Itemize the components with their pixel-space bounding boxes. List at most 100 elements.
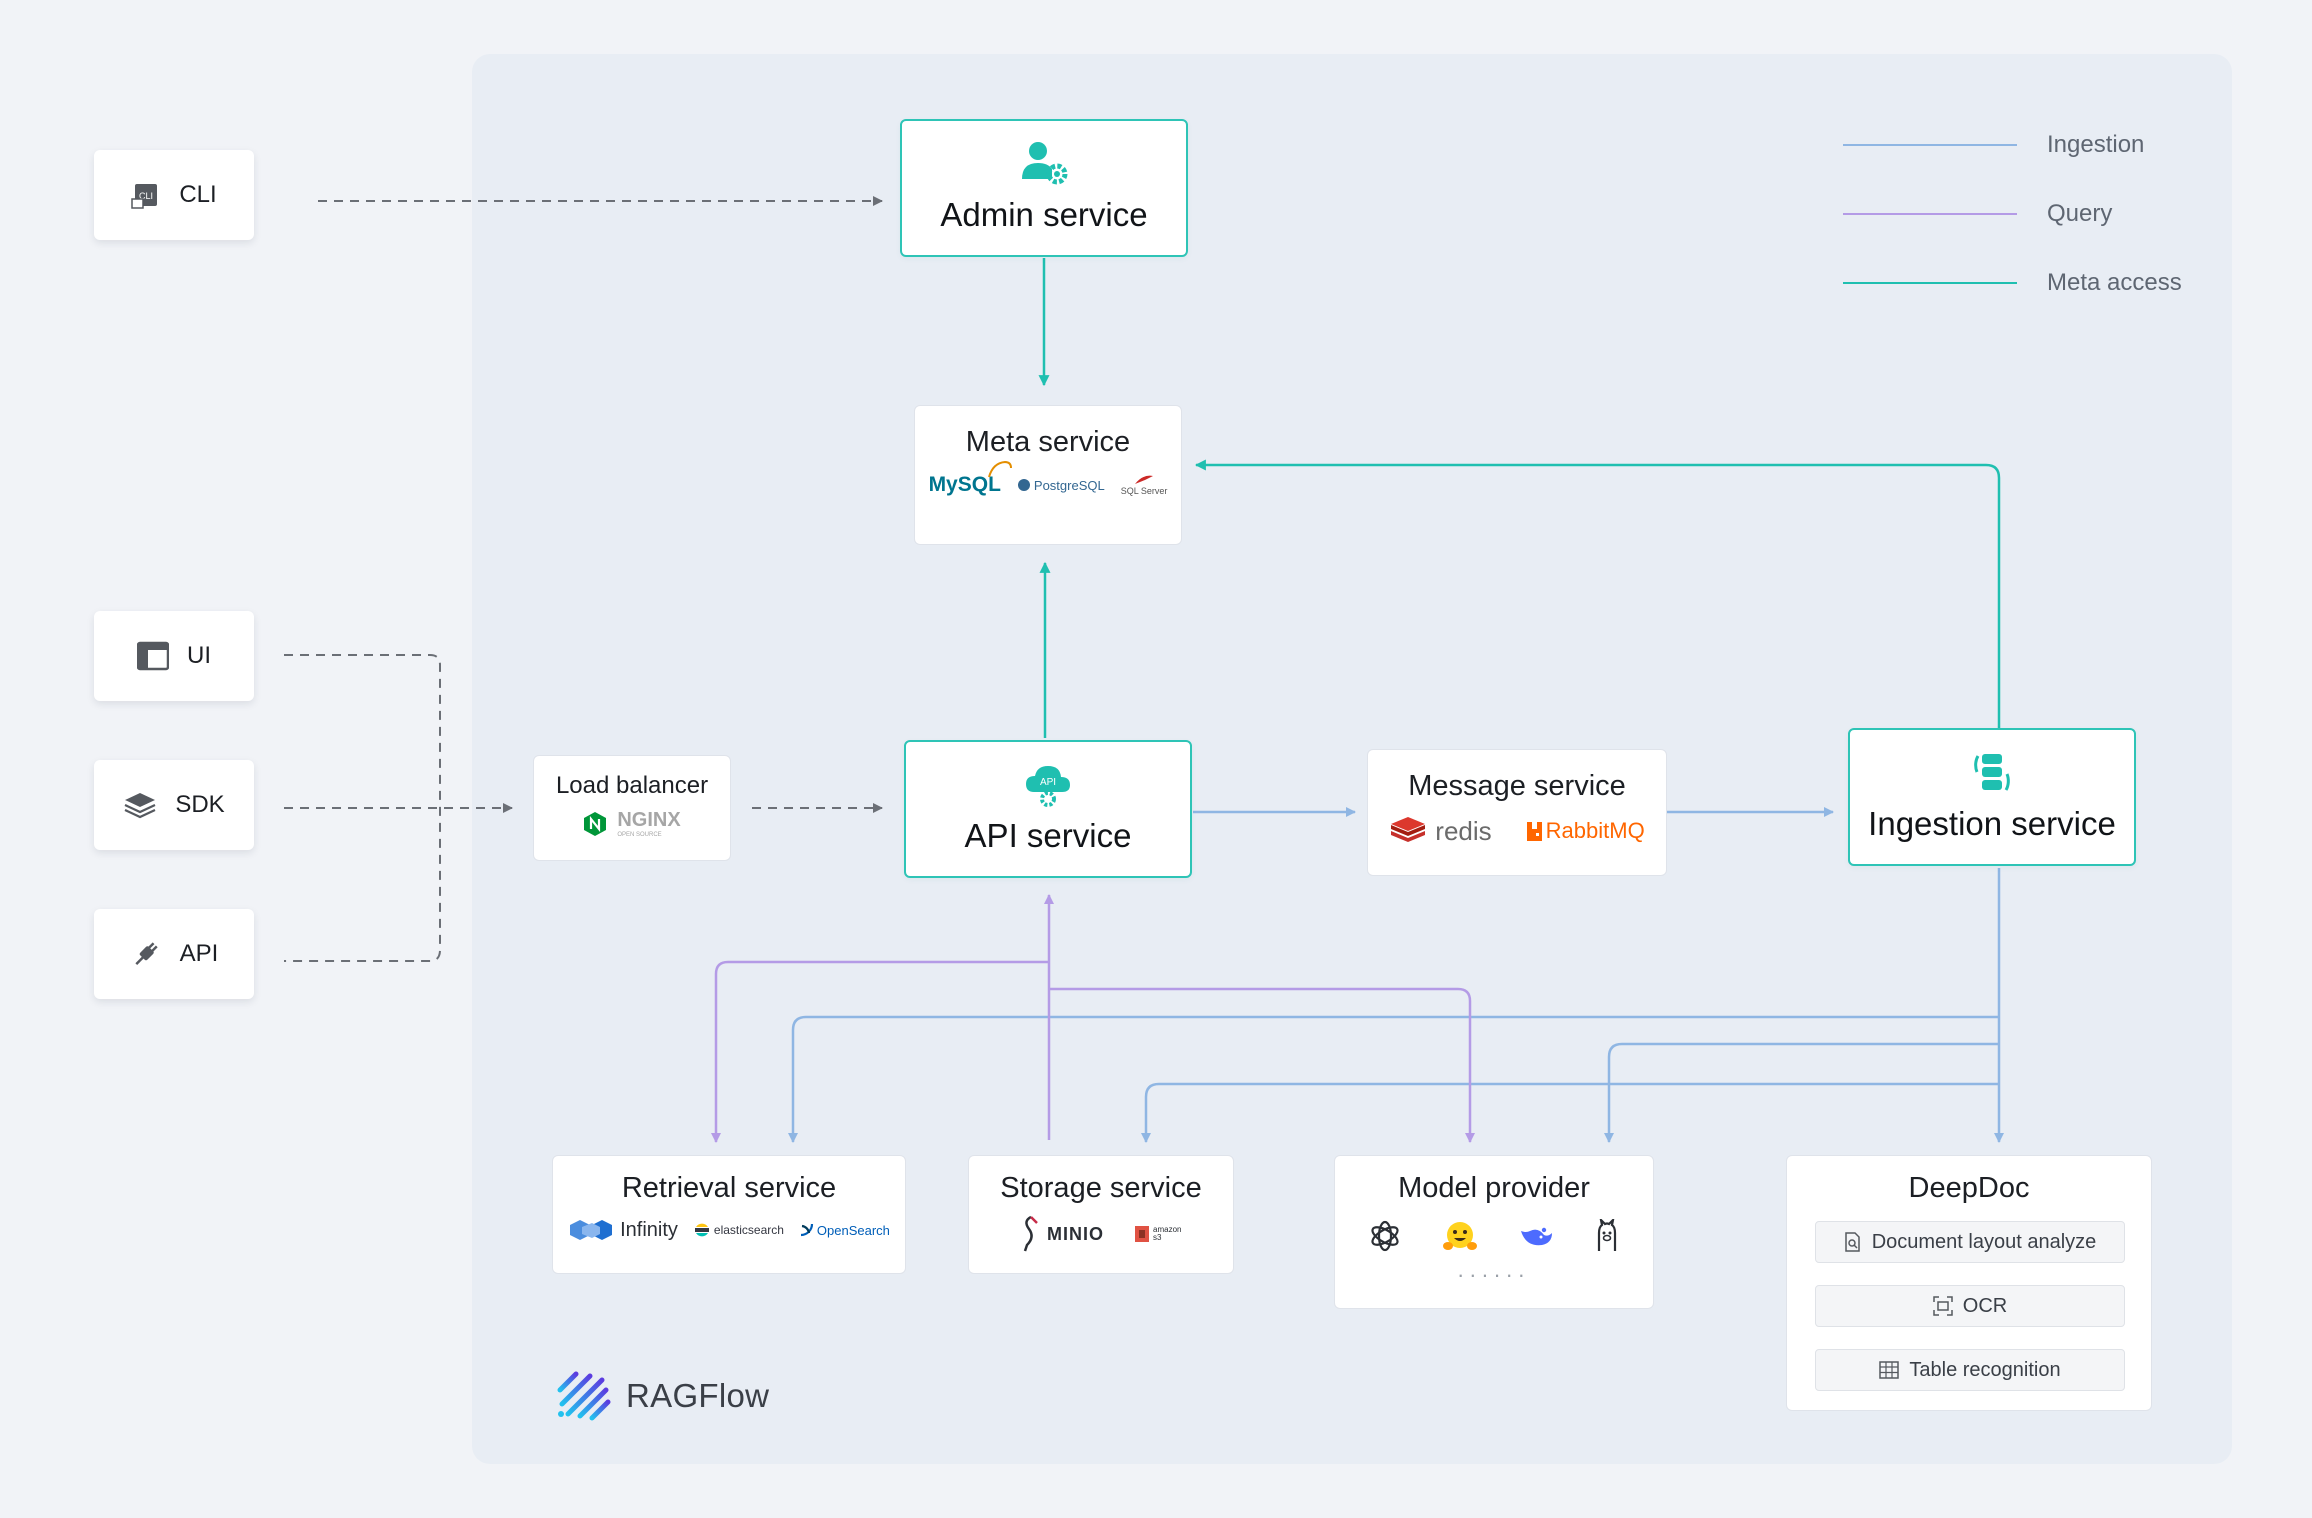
api-cloud-icon: API (1026, 766, 1070, 807)
client-api-label: API (179, 940, 219, 967)
nginx-logo-caption: OPEN SOURCE (617, 832, 662, 838)
ingestion-service: Ingestion service (1848, 728, 2136, 866)
postgresql-logo: PostgreSQL (1017, 478, 1105, 493)
client-cli: CLI CLI (94, 150, 254, 240)
amazon-s3-logo: amazon s3 (1134, 1224, 1183, 1244)
opensearch-logo-text: OpenSearch (816, 1222, 890, 1238)
load-balancer-title: Load balancer (555, 772, 709, 799)
svg-text:CLI: CLI (139, 191, 153, 201)
redis-logo: redis (1389, 815, 1492, 847)
table-icon (1879, 1361, 1900, 1379)
amazon-s3-logo-text: amazon s3 (1153, 1225, 1182, 1242)
client-api: API (94, 909, 254, 999)
meta-service-logos: MySQL PostgreSQL SQL Server (915, 460, 1181, 497)
sqlserver-logo-text: SQL Server (1120, 486, 1168, 496)
deepdoc-item-table: Table recognition (1815, 1349, 2125, 1391)
ragflow-brand-name: RAGFlow (626, 1377, 770, 1414)
mysql-logo: MySQL (928, 460, 1012, 497)
rabbitmq-logo: RabbitMQ (1526, 818, 1645, 844)
opensearch-logo: OpenSearch (800, 1223, 890, 1238)
legend-ingestion-label: Ingestion (2047, 131, 2145, 158)
client-sdk-label: SDK (175, 791, 225, 818)
minio-logo-text: MINIO (1047, 1223, 1104, 1244)
admin-service-title: Admin service (940, 196, 1148, 233)
opensearch-icon (800, 1223, 814, 1237)
plug-icon (135, 942, 158, 965)
minio-icon (1023, 1215, 1038, 1252)
elephant-icon (1017, 479, 1030, 491)
deepdoc-item-ocr-label: OCR (1962, 1294, 2008, 1317)
admin-service: Admin service (900, 119, 1188, 257)
elasticsearch-logo-text: elasticsearch (713, 1223, 784, 1237)
retrieval-service-title: Retrieval service (621, 1172, 837, 1204)
dolphin-icon (987, 460, 1012, 478)
sqlserver-logo: SQL Server (1120, 474, 1168, 496)
meta-service: Meta service MySQL PostgreSQL SQL Server (914, 405, 1182, 545)
model-provider: Model provider (1334, 1155, 1654, 1309)
model-provider-title: Model provider (1398, 1172, 1590, 1204)
elasticsearch-icon (694, 1223, 709, 1237)
client-sdk: SDK (94, 760, 254, 850)
window-icon (137, 641, 169, 671)
cli-icon: CLI (131, 184, 158, 209)
message-service-title: Message service (1408, 770, 1626, 802)
ragflow-logo-icon (557, 1371, 611, 1421)
postgresql-logo-text: PostgreSQL (1033, 477, 1105, 493)
api-service: API API service (904, 740, 1192, 878)
client-ui: UI (94, 611, 254, 701)
storage-service: Storage service MINIO amazon s3 (968, 1155, 1234, 1274)
storage-service-title: Storage service (1000, 1172, 1202, 1204)
infinity-logo: Infinity (568, 1217, 678, 1243)
api-cloud-label: API (1040, 777, 1056, 788)
client-cli-label: CLI (179, 181, 217, 208)
admin-gear-icon (1022, 142, 1068, 185)
sqlserver-icon (1135, 475, 1154, 484)
nginx-logo-text: NGINX (617, 809, 681, 831)
deepseek-icon (1521, 1227, 1552, 1246)
infinity-logo-text: Infinity (620, 1218, 678, 1241)
message-service: Message service redis RabbitMQ (1367, 749, 1667, 876)
ragflow-brand: RAGFlow (556, 1370, 769, 1422)
retrieval-service-logos: Infinity elasticsearch OpenSearch (553, 1217, 905, 1243)
legend-query-label: Query (2047, 200, 2113, 227)
openai-icon (1371, 1220, 1399, 1252)
redis-logo-text: redis (1435, 815, 1492, 846)
elasticsearch-logo: elasticsearch (694, 1222, 784, 1238)
legend-ingestion: Ingestion (1843, 131, 2144, 159)
legend-meta-access-label: Meta access (2047, 269, 2182, 296)
storage-service-logos: MINIO amazon s3 (969, 1215, 1233, 1253)
deepdoc: DeepDoc Document layout analyze OCR Tabl… (1786, 1155, 2152, 1411)
document-search-icon (1844, 1232, 1860, 1252)
message-service-logos: redis RabbitMQ (1368, 815, 1666, 847)
nginx-hex-icon (584, 812, 607, 836)
nginx-logo: NGINX OPEN SOURCE (534, 810, 730, 838)
legend-query-swatch (1843, 213, 2017, 215)
redis-icon (1391, 817, 1426, 842)
mysql-logo-text: MySQL (928, 473, 1001, 496)
ui-to-bus-line (284, 654, 441, 962)
model-provider-more: ...... (1457, 1257, 1531, 1282)
ollama-icon (1597, 1219, 1617, 1251)
infinity-icon (570, 1220, 613, 1240)
ingestion-service-title: Ingestion service (1868, 805, 2116, 842)
layers-icon (124, 793, 156, 819)
load-balancer: Load balancer NGINX OPEN SOURCE (533, 755, 731, 861)
deepdoc-item-ocr: OCR (1815, 1285, 2125, 1327)
deepdoc-item-layout-label: Document layout analyze (1871, 1230, 2097, 1253)
minio-logo: MINIO (1019, 1215, 1104, 1253)
legend-meta-access-swatch (1843, 282, 2017, 284)
legend-ingestion-swatch (1843, 144, 2017, 146)
meta-service-title: Meta service (965, 426, 1131, 458)
deepdoc-item-layout: Document layout analyze (1815, 1221, 2125, 1263)
deepdoc-item-table-label: Table recognition (1909, 1358, 2061, 1381)
model-provider-logos (1335, 1219, 1653, 1253)
legend-query: Query (1843, 200, 2112, 228)
api-service-title: API service (964, 817, 1132, 854)
huggingface-icon (1443, 1222, 1477, 1250)
deepdoc-title: DeepDoc (1908, 1172, 2030, 1204)
amazon-s3-icon (1135, 1226, 1149, 1242)
legend-meta-access: Meta access (1843, 269, 2182, 297)
client-ui-label: UI (187, 642, 211, 669)
database-sync-icon (1974, 754, 2010, 791)
